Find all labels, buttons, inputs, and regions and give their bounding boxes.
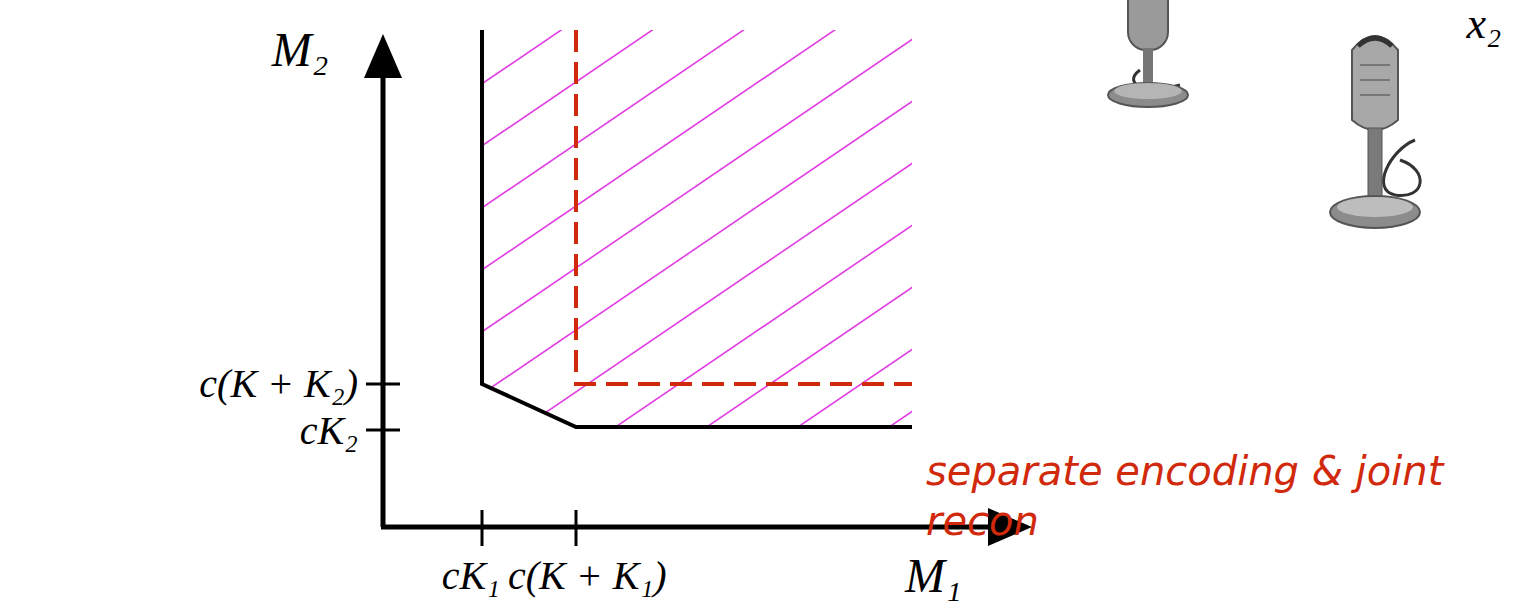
y-axis-arrowhead [364,34,402,78]
separate-encoding-boundary [576,30,912,384]
region-boundary [482,30,912,427]
hatch-line [470,0,930,278]
hatch-line [470,0,930,92]
hatch-line [470,0,930,30]
achievable-region-hatching [470,0,930,604]
tick-mark [366,429,400,432]
hatch-line [470,89,930,402]
axis-label: M₂ [272,26,329,74]
hatch-line [470,0,930,154]
y-axis [381,70,386,527]
tick-label: c(K + K₂) [199,364,358,404]
tick-label: cK₁ [442,556,500,596]
hatch-line [470,151,930,464]
tick-label: cK₂ [300,411,358,451]
hatch-line [470,399,930,604]
x-axis [381,525,995,530]
tick-mark [481,510,484,546]
microphone-icon [1330,36,1420,228]
hatch-line [470,27,930,340]
hatch-line [470,275,930,588]
annotation-text: separate encoding & joint recon [926,446,1506,546]
signal-label: x₂ [1467,2,1502,46]
tick-mark [366,383,400,386]
hatch-line [470,337,930,604]
tick-mark [575,510,578,546]
tick-label: c(K + K₁) [508,556,667,596]
hatch-line [470,213,930,526]
microphone-icon [1108,0,1188,107]
axis-label: M₁ [905,552,962,600]
hatch-line [470,461,930,604]
hatch-line [470,523,930,604]
